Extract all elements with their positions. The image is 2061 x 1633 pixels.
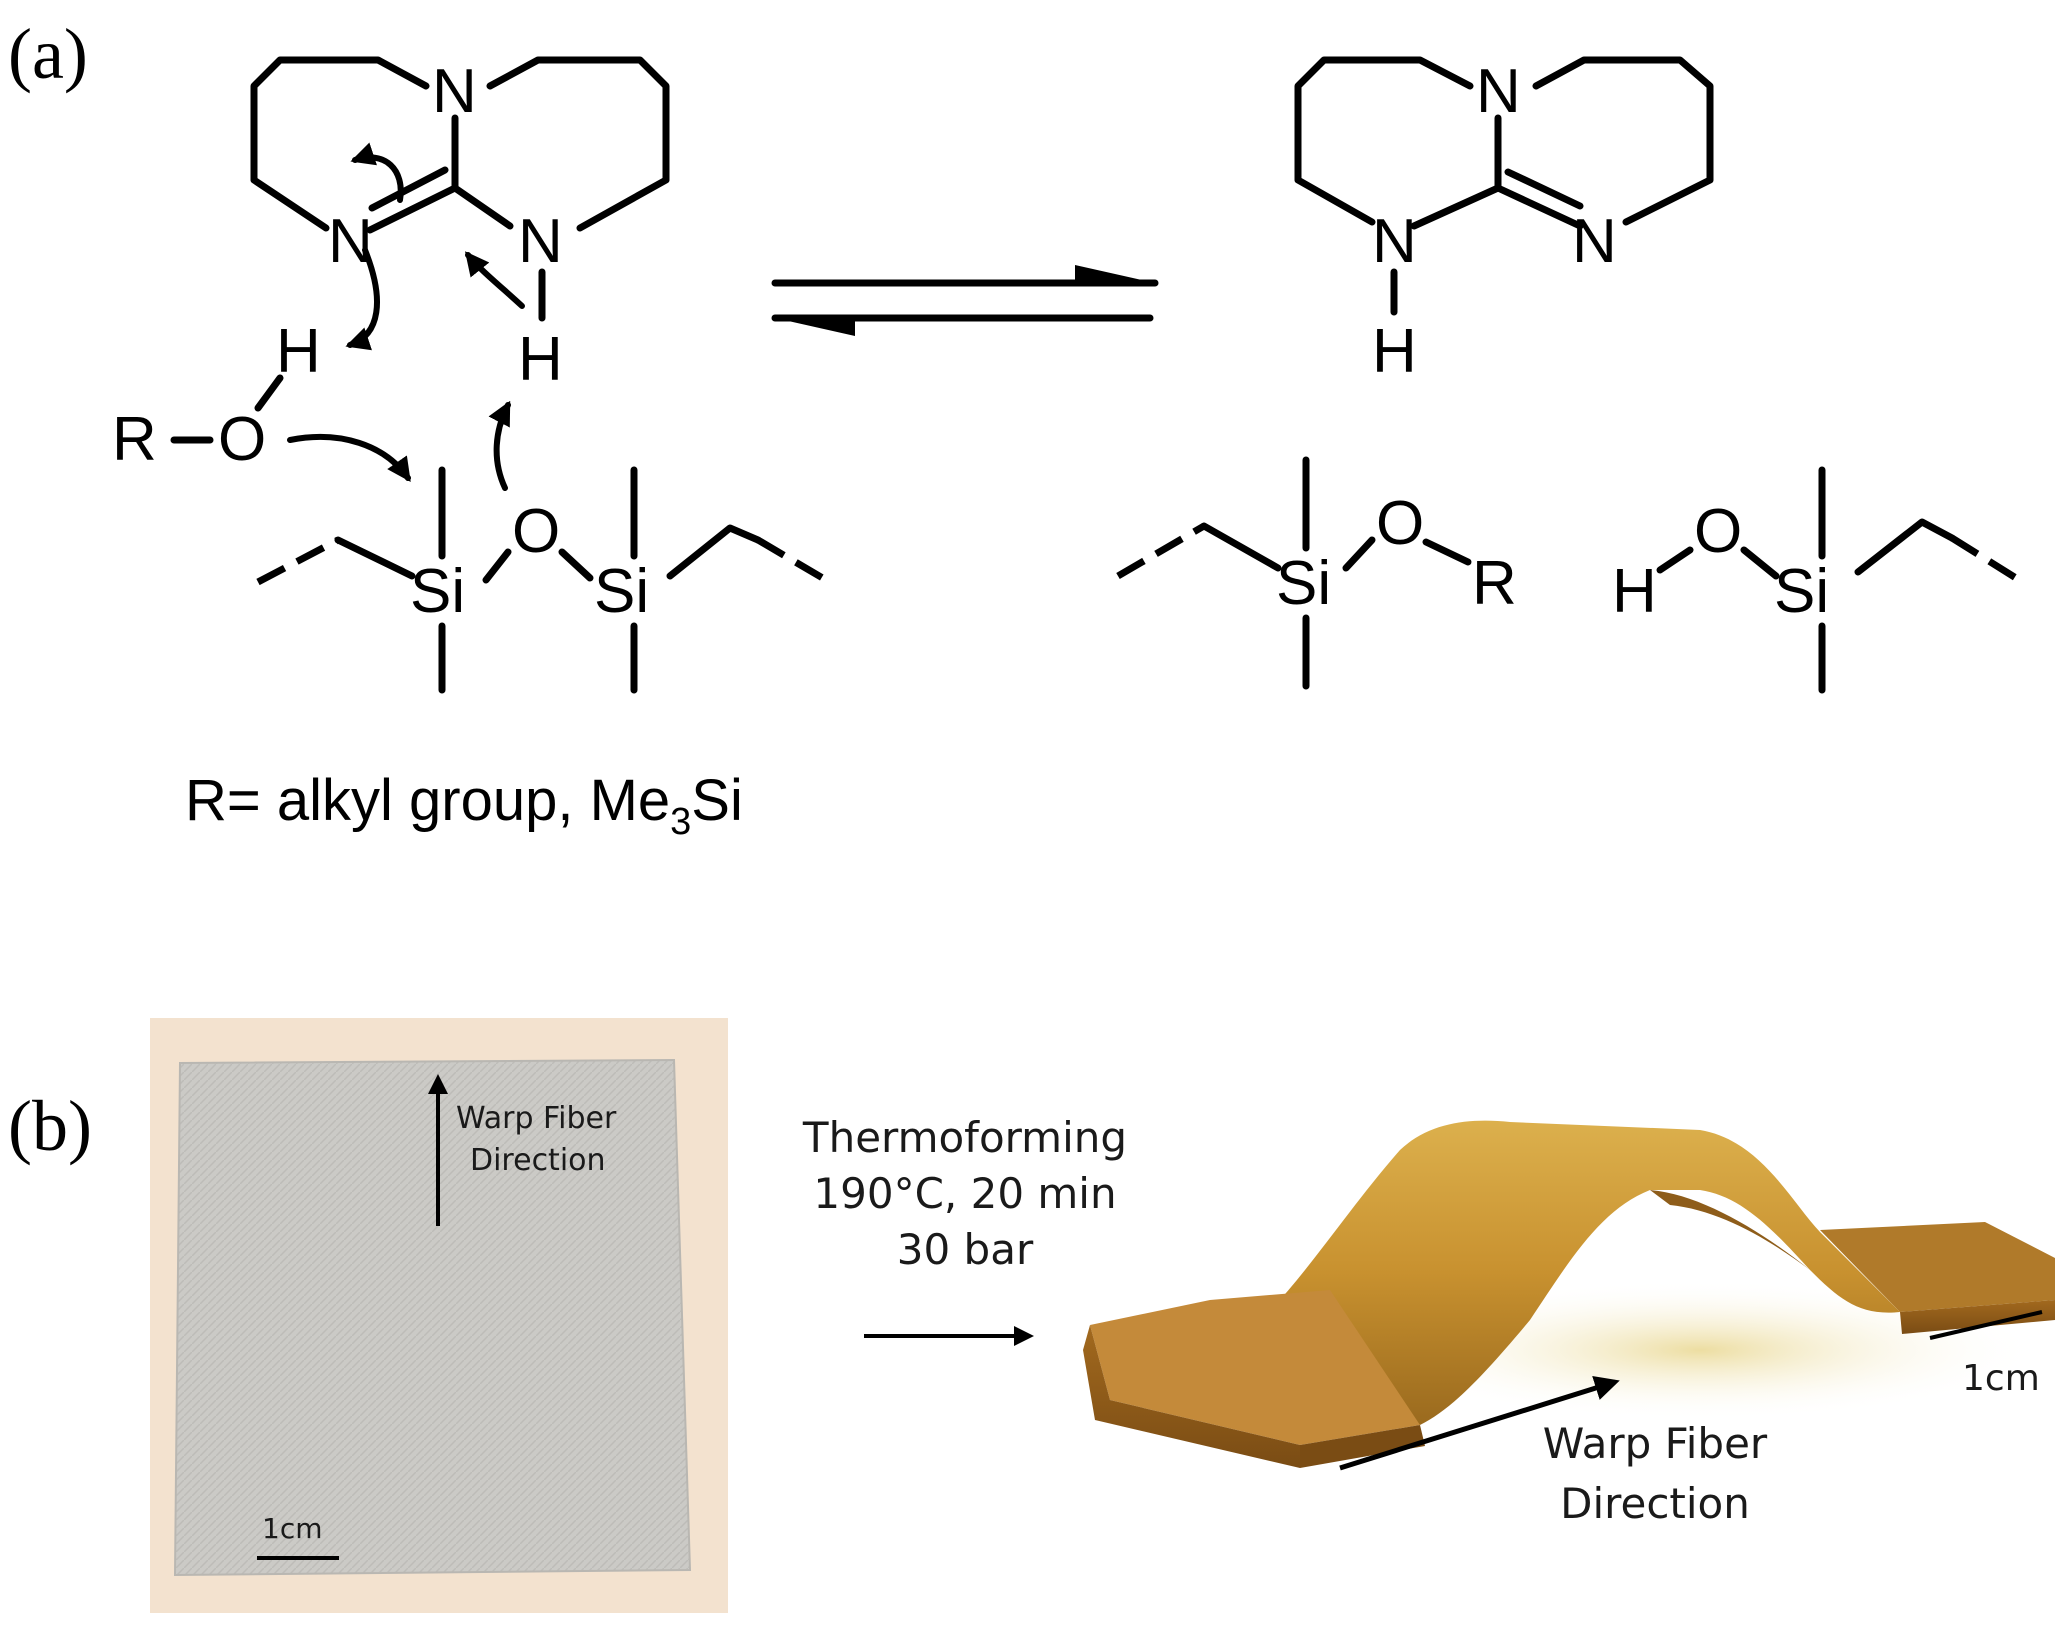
atom-n-imine-product: N bbox=[1572, 207, 1617, 276]
atom-o-silanol: O bbox=[1694, 497, 1742, 566]
thermoforming-process: Thermoforming 190°C, 20 min 30 bar bbox=[802, 1113, 1127, 1346]
panel-a-label: (a) bbox=[8, 14, 88, 94]
warp-arrow-right bbox=[1339, 1376, 1620, 1471]
scale-bar-right bbox=[1929, 1310, 2043, 1340]
panel-b-label: (b) bbox=[8, 1086, 92, 1166]
left-flange bbox=[1090, 1290, 1420, 1445]
thermoformed-part-photo: Warp Fiber Direction 1cm bbox=[1083, 1120, 2055, 1528]
atom-si-2: Si bbox=[594, 557, 649, 626]
footnote-prefix: R= alkyl group, Me bbox=[185, 768, 670, 833]
r-group-definition: R= alkyl group, Me3Si bbox=[185, 768, 743, 843]
warp-label-right-2: Direction bbox=[1560, 1479, 1750, 1528]
atom-n-top-product: N bbox=[1476, 57, 1521, 126]
atom-si-1: Si bbox=[410, 557, 465, 626]
atom-r-alcohol: R bbox=[112, 405, 157, 474]
scale-label-right: 1cm bbox=[1962, 1358, 2040, 1399]
equilibrium-arrows bbox=[771, 265, 1159, 336]
footnote-subscript: 3 bbox=[670, 801, 691, 843]
nh-fragment: H bbox=[518, 268, 563, 394]
process-line-3: 30 bar bbox=[897, 1225, 1034, 1274]
atom-n-right: N bbox=[518, 207, 563, 276]
atom-n-top: N bbox=[432, 57, 477, 126]
atom-h-nh: H bbox=[518, 325, 563, 394]
atom-o-product-1: O bbox=[1376, 489, 1424, 558]
flat-plate-photo: Warp Fiber Direction 1cm bbox=[150, 1018, 728, 1613]
atom-r-product: R bbox=[1472, 549, 1517, 618]
atom-n-left: N bbox=[328, 207, 373, 276]
atom-h-alcohol: H bbox=[276, 317, 321, 386]
atom-h-silanol: H bbox=[1612, 557, 1657, 626]
process-line-2: 190°C, 20 min bbox=[813, 1169, 1116, 1218]
atom-o-alcohol: O bbox=[218, 405, 266, 474]
atom-nh-product: N bbox=[1372, 207, 1417, 276]
warp-label-right-1: Warp Fiber bbox=[1543, 1419, 1768, 1468]
siloxane-reactant: Si O Si bbox=[256, 466, 828, 694]
flat-plate bbox=[173, 1058, 692, 1577]
scale-label-left: 1cm bbox=[262, 1512, 322, 1545]
warp-label-left-2: Direction bbox=[470, 1143, 606, 1178]
product-bicyclic-guanidine: N N N H bbox=[1294, 56, 1714, 386]
process-line-1: Thermoforming bbox=[802, 1113, 1127, 1162]
hump-top bbox=[1210, 1120, 1900, 1425]
atom-o-bridge: O bbox=[512, 497, 560, 566]
footnote-suffix: Si bbox=[691, 768, 743, 833]
mechanism-arrows bbox=[287, 142, 525, 491]
reactant-bicyclic-guanidine: N N N bbox=[250, 56, 670, 276]
atom-h-product: H bbox=[1372, 317, 1417, 386]
warp-label-left-1: Warp Fiber bbox=[456, 1101, 617, 1136]
atom-si-silanol: Si bbox=[1774, 557, 1829, 626]
atom-si-product-1: Si bbox=[1276, 549, 1331, 618]
right-flange bbox=[1820, 1222, 2055, 1312]
silyl-ether-product: Si O R bbox=[1116, 456, 1517, 690]
silanol-product: H O Si bbox=[1612, 466, 2018, 694]
alcohol-fragment: H O R bbox=[112, 317, 321, 474]
